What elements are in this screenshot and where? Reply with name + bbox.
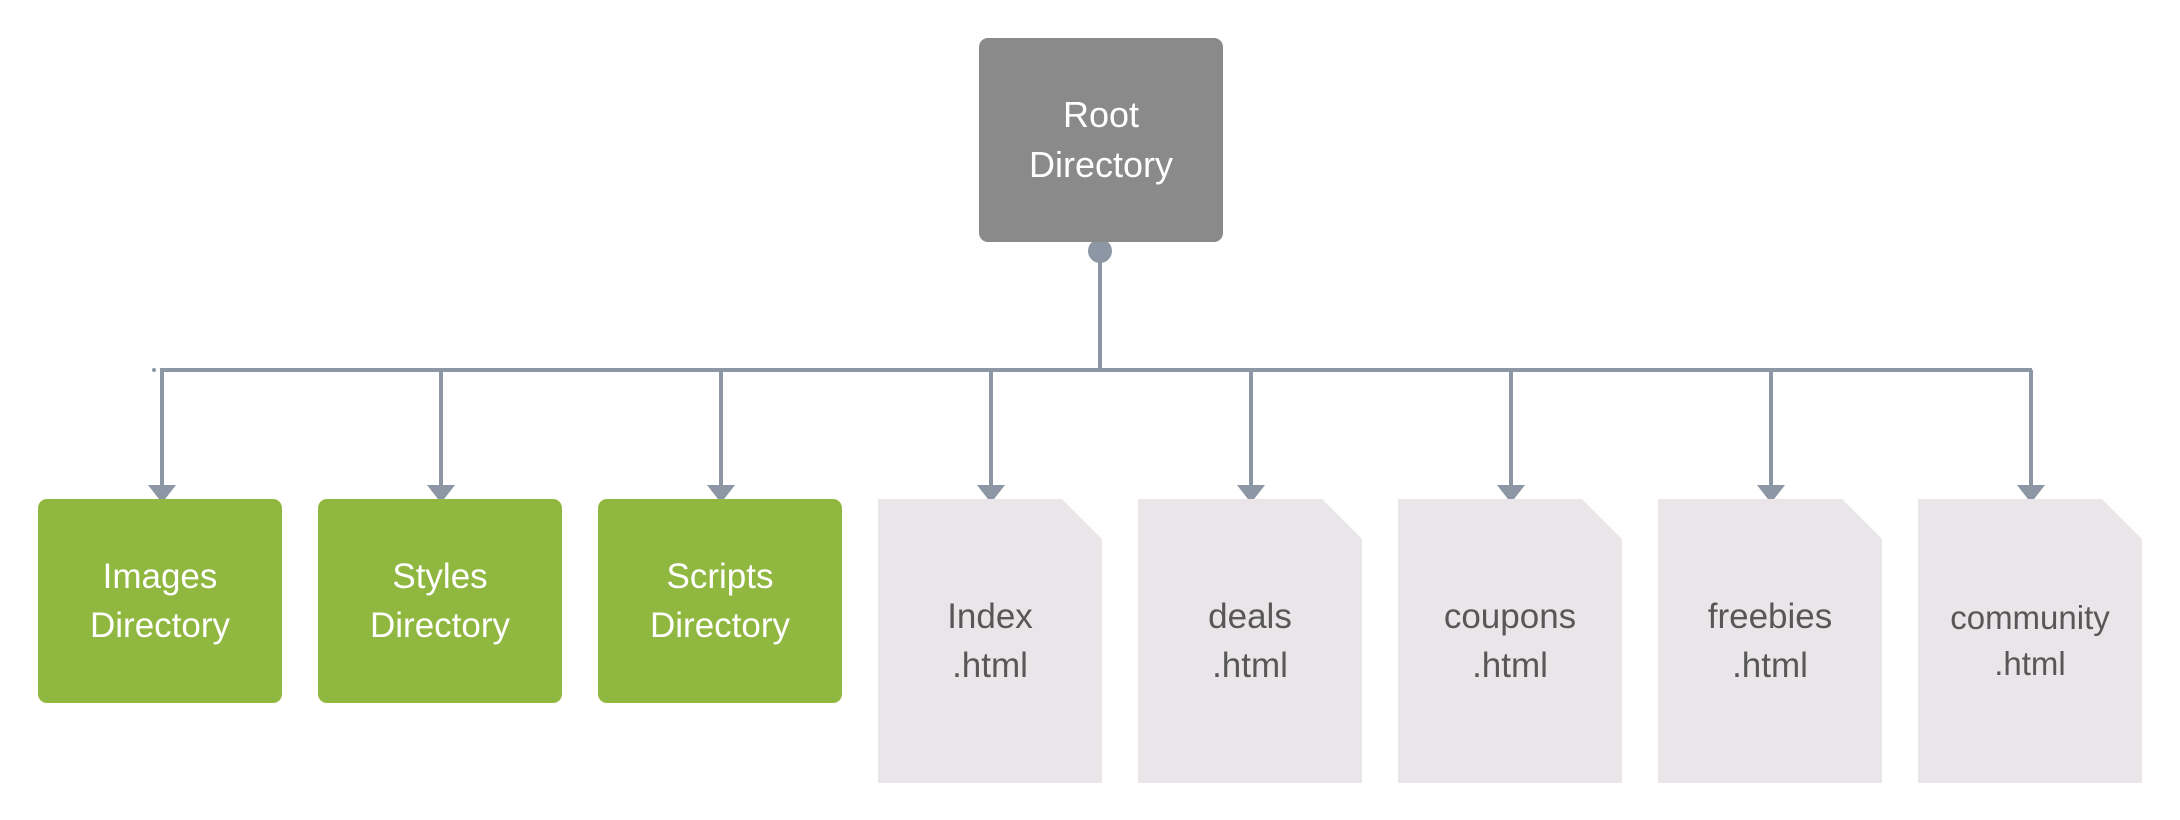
index-file-node[interactable]: Index .html bbox=[878, 499, 1102, 783]
root-label-line1: Root bbox=[1062, 93, 1140, 135]
index-label-line2: .html bbox=[952, 646, 1028, 685]
coupons-label-line2: .html bbox=[1472, 646, 1548, 685]
deals-label-line2: .html bbox=[1212, 646, 1288, 685]
styles-directory-node[interactable]: Styles Directory bbox=[318, 499, 562, 703]
arrowhead-styles bbox=[427, 485, 455, 503]
scripts-label-line2: Directory bbox=[649, 606, 791, 645]
root-directory-node[interactable]: Root Directory bbox=[979, 38, 1223, 242]
scripts-directory-node[interactable]: Scripts Directory bbox=[598, 499, 842, 703]
styles-label-line1: Styles bbox=[392, 557, 488, 596]
root-connector-dot bbox=[1088, 239, 1112, 263]
community-label-line2: .html bbox=[1994, 645, 2066, 682]
root-label-line2: Directory bbox=[1028, 144, 1174, 185]
arrowhead-deals bbox=[1237, 485, 1265, 503]
freebies-label-line2: .html bbox=[1732, 646, 1808, 685]
images-directory-node[interactable]: Images Directory bbox=[38, 499, 282, 703]
coupons-label-line1: coupons bbox=[1443, 597, 1577, 636]
arrowhead-scripts bbox=[707, 485, 735, 503]
styles-label-line2: Directory bbox=[369, 606, 511, 645]
arrowhead-freebies bbox=[1757, 485, 1785, 503]
deals-file-node[interactable]: deals .html bbox=[1138, 499, 1362, 783]
coupons-file-node[interactable]: coupons .html bbox=[1398, 499, 1622, 783]
images-label-line2: Directory bbox=[89, 606, 231, 645]
arrowhead-coupons bbox=[1497, 485, 1525, 503]
index-label-line1: Index bbox=[947, 597, 1033, 636]
arrowhead-community bbox=[2017, 485, 2045, 503]
freebies-file-node[interactable]: freebies .html bbox=[1658, 499, 1882, 783]
images-label-line1: Images bbox=[102, 557, 218, 596]
trunk-start-dot bbox=[152, 368, 156, 372]
arrowhead-index bbox=[977, 485, 1005, 503]
freebies-label-line1: freebies bbox=[1707, 597, 1833, 636]
arrowhead-images bbox=[148, 485, 176, 503]
community-file-node[interactable]: community .html bbox=[1918, 499, 2142, 783]
community-label-line1: community bbox=[1950, 598, 2110, 636]
scripts-label-line1: Scripts bbox=[666, 557, 774, 596]
deals-label-line1: deals bbox=[1208, 597, 1292, 636]
